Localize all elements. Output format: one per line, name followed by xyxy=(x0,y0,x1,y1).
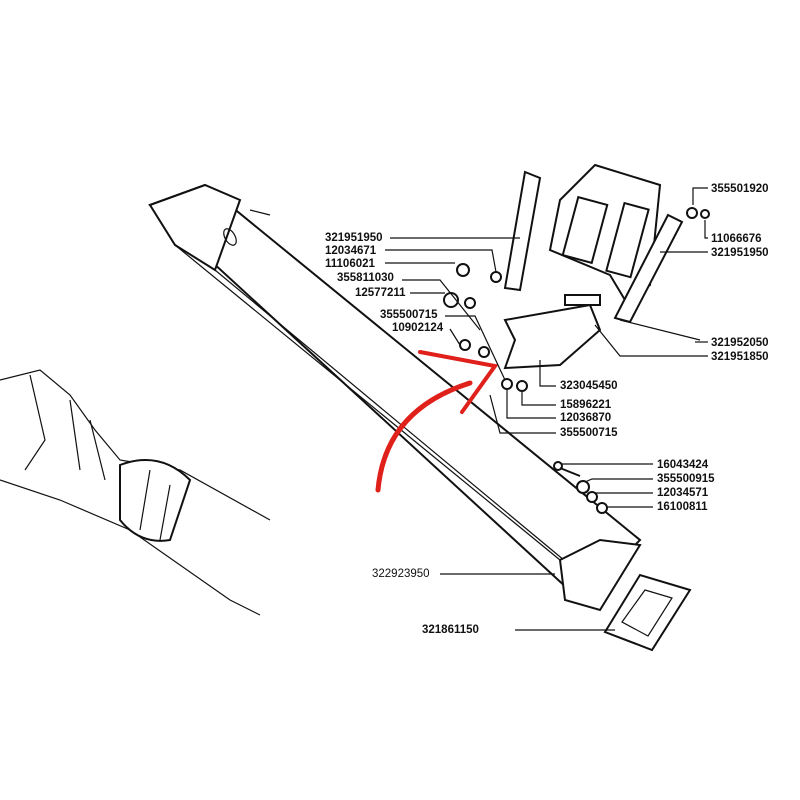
gasket-part-label: 321861150 xyxy=(422,624,479,636)
hardware xyxy=(443,207,710,514)
part-label: 355500715 xyxy=(560,427,618,439)
part-label: 11106021 xyxy=(325,258,376,270)
upper-bracket-assembly xyxy=(503,163,701,370)
part-label: 12577211 xyxy=(355,287,406,299)
gasket xyxy=(603,573,692,652)
part-number-labels: 321951950 12034671 11106021 355811030 12… xyxy=(325,183,769,636)
part-label: 16043424 xyxy=(657,459,709,471)
part-label: 11066676 xyxy=(711,233,762,245)
part-label: 323045450 xyxy=(560,380,618,392)
part-label: 12036870 xyxy=(560,412,611,424)
part-label: 355500715 xyxy=(380,309,438,321)
part-label: 321952050 xyxy=(711,337,769,349)
red-arrow-indicator xyxy=(375,350,499,493)
part-label: 16100811 xyxy=(657,501,708,513)
part-label: 355811030 xyxy=(337,272,394,284)
main-beam xyxy=(148,183,642,612)
part-label: 12034671 xyxy=(325,245,377,257)
part-label: 12034571 xyxy=(657,487,709,499)
leader-lines xyxy=(385,187,708,631)
part-label: 355500915 xyxy=(657,473,715,485)
part-label: 355501920 xyxy=(711,183,769,195)
part-label: 321951950 xyxy=(711,247,769,259)
part-label: 15896221 xyxy=(560,399,612,411)
drive-shaft-assembly xyxy=(0,369,271,616)
part-label: 10902124 xyxy=(392,322,444,334)
part-label: 321951850 xyxy=(711,351,769,363)
beam-part-label: 322923950 xyxy=(372,568,430,580)
part-label: 321951950 xyxy=(325,232,383,244)
